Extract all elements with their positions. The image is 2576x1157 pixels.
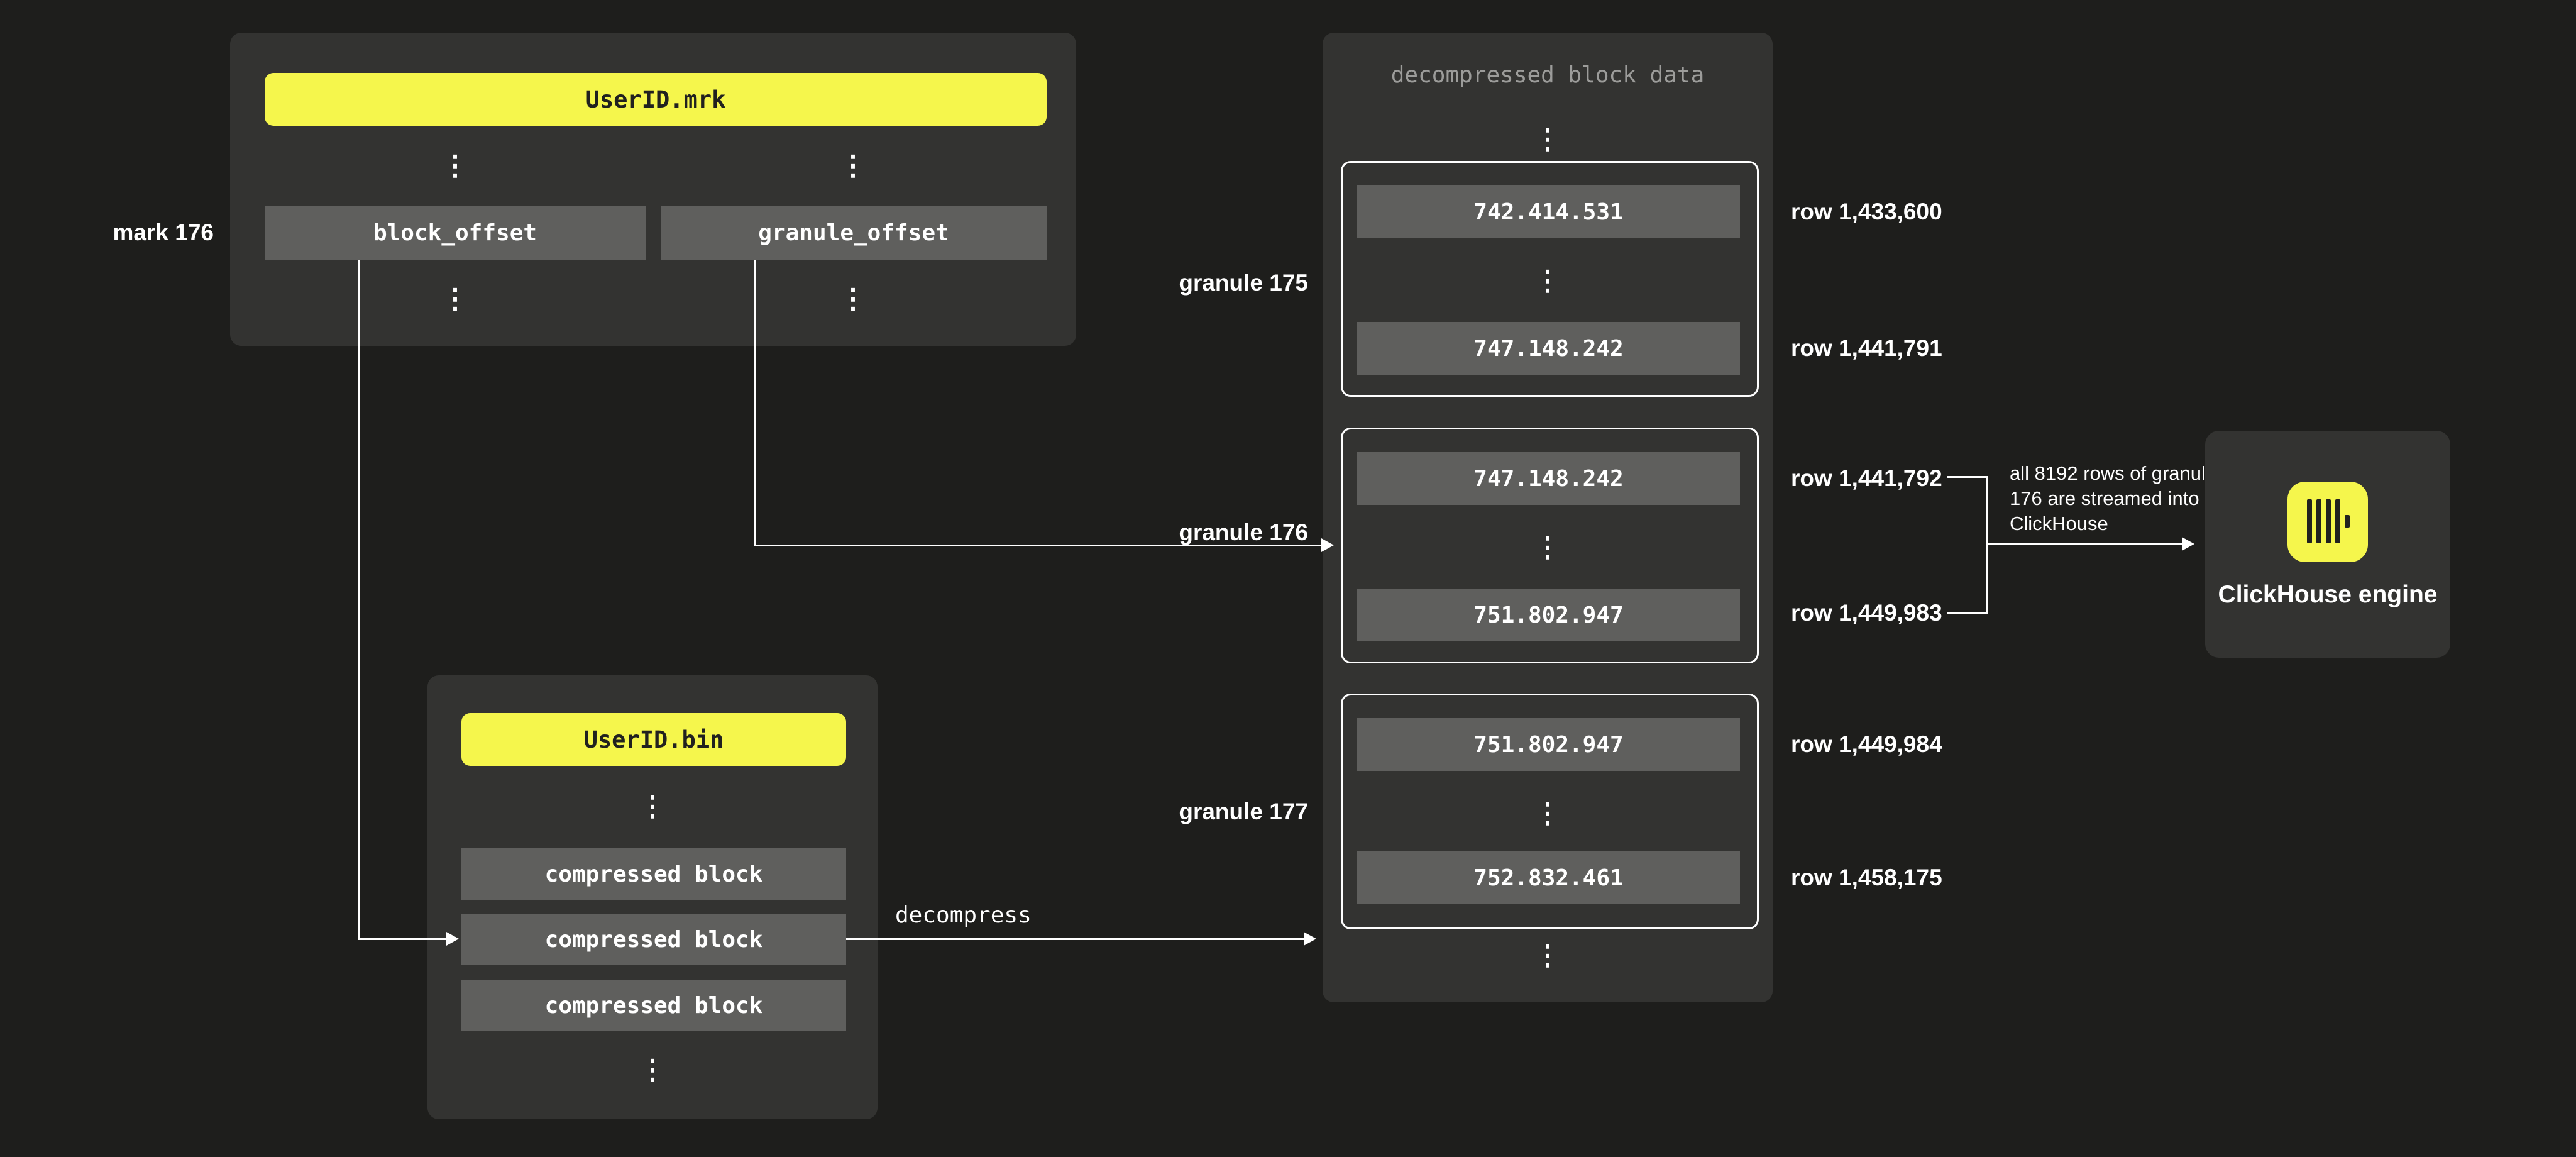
ellipsis-granule-176: ⋮ (1534, 531, 1561, 563)
granule-176-last-value: 751.802.947 (1357, 589, 1740, 641)
connector-granule-offset-vertical (754, 260, 756, 546)
ellipsis-mrk-bottom-right: ⋮ (839, 283, 867, 315)
granule-177-box (1341, 694, 1759, 929)
bracket-top-tick (1947, 476, 1988, 478)
granule-175-first-value-label: 742.414.531 (1473, 199, 1624, 225)
ellipsis-mrk-top-left: ⋮ (441, 150, 469, 182)
granule-175-box (1341, 161, 1759, 397)
arrowhead-decompress (1304, 932, 1316, 946)
mark-176-label: mark 176 (113, 219, 214, 245)
ellipsis-dec-bottom: ⋮ (1534, 939, 1561, 972)
granule-176-label: granule 176 (1179, 519, 1308, 545)
granule-175-first-value: 742.414.531 (1357, 185, 1740, 238)
connector-granule-offset-horizontal (754, 545, 1321, 546)
ellipsis-bin-bottom: ⋮ (639, 1054, 666, 1086)
row-label-1441792: row 1,441,792 (1791, 465, 1942, 491)
granule-177-last-value: 752.832.461 (1357, 851, 1740, 904)
connector-decompress (846, 938, 1304, 940)
compressed-block-2-label: compressed block (544, 926, 763, 953)
granule-176-box (1341, 428, 1759, 663)
bracket-bottom-tick (1947, 612, 1988, 614)
granule-175-last-value: 747.148.242 (1357, 322, 1740, 375)
connector-block-offset-vertical (358, 260, 360, 939)
compressed-block-1-label: compressed block (544, 861, 763, 887)
row-label-1433600: row 1,433,600 (1791, 199, 1942, 224)
ellipsis-granule-177: ⋮ (1534, 797, 1561, 829)
decompress-label: decompress (895, 902, 1032, 928)
granule-177-last-value-label: 752.832.461 (1473, 865, 1624, 891)
ellipsis-dec-top: ⋮ (1534, 123, 1561, 155)
row-label-1441791: row 1,441,791 (1791, 335, 1942, 361)
bin-file-title: UserID.bin (461, 713, 846, 766)
bin-file-title-label: UserID.bin (583, 726, 724, 753)
arrowhead-to-granule-176 (1321, 538, 1334, 552)
granule-offset-field: granule_offset (661, 206, 1047, 260)
ellipsis-bin-top: ⋮ (639, 790, 666, 822)
granule-offset-label: granule_offset (758, 219, 949, 246)
compressed-block-3-label: compressed block (544, 992, 763, 1019)
mrk-file-title-label: UserID.mrk (585, 86, 726, 113)
granule-177-first-value-label: 751.802.947 (1473, 731, 1624, 758)
compressed-block-3: compressed block (461, 980, 846, 1031)
ellipsis-granule-175: ⋮ (1534, 265, 1561, 297)
granule-177-first-value: 751.802.947 (1357, 718, 1740, 771)
clickhouse-logo-icon (2287, 482, 2368, 562)
row-label-1449984: row 1,449,984 (1791, 731, 1942, 757)
arrowhead-to-engine (2182, 537, 2194, 551)
granule-176-first-value: 747.148.242 (1357, 452, 1740, 505)
stream-annotation: all 8192 rows of granule 176 are streame… (2010, 462, 2217, 534)
arrowhead-to-compressed-block (446, 932, 459, 946)
row-label-1449983: row 1,449,983 (1791, 600, 1942, 626)
granule-175-label: granule 175 (1179, 270, 1308, 296)
compressed-block-2: compressed block (461, 914, 846, 965)
compressed-block-1: compressed block (461, 848, 846, 900)
connector-stream-to-engine (1986, 543, 2182, 545)
mrk-file-title: UserID.mrk (265, 73, 1047, 126)
granule-176-last-value-label: 751.802.947 (1473, 602, 1624, 628)
ellipsis-mrk-bottom-left: ⋮ (441, 283, 469, 315)
connector-block-offset-horizontal (358, 938, 446, 940)
decompressed-panel-title: decompressed block data (1390, 62, 1705, 88)
block-offset-field: block_offset (265, 206, 646, 260)
granule-177-label: granule 177 (1179, 799, 1308, 824)
ellipsis-mrk-top-right: ⋮ (839, 150, 867, 182)
block-offset-label: block_offset (373, 219, 537, 246)
granule-176-first-value-label: 747.148.242 (1473, 465, 1624, 492)
row-label-1458175: row 1,458,175 (1791, 865, 1942, 890)
granule-175-last-value-label: 747.148.242 (1473, 335, 1624, 362)
clickhouse-engine-label: ClickHouse engine (2218, 581, 2438, 608)
